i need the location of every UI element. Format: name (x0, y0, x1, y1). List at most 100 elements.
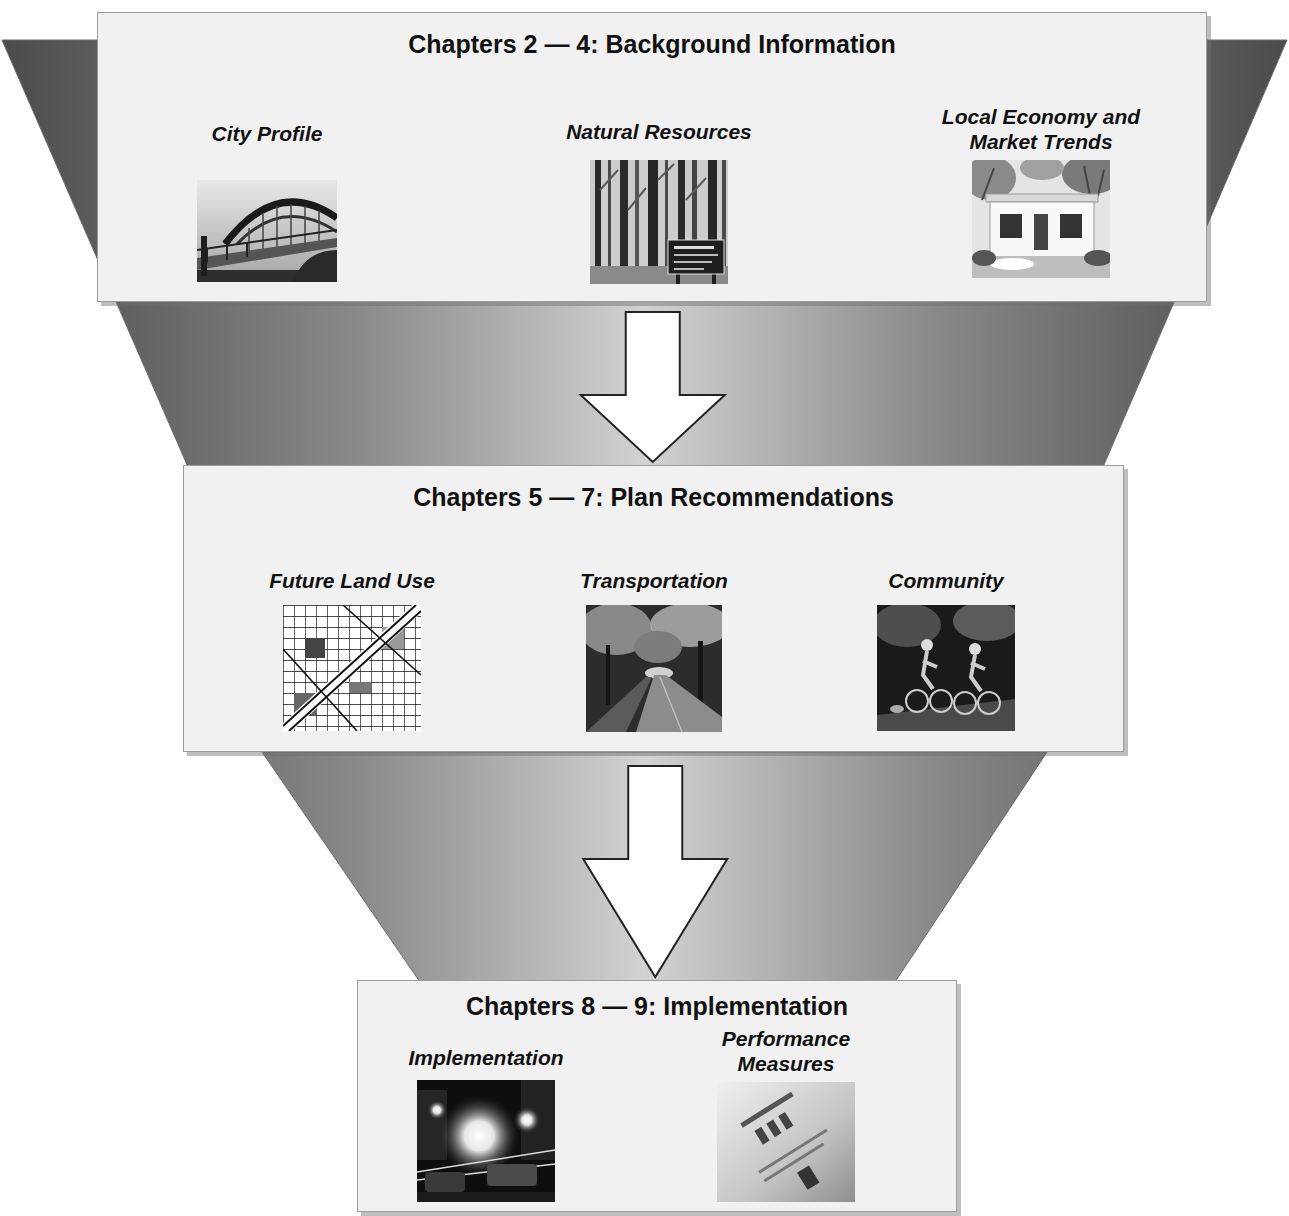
bridge-photo-part (237, 217, 337, 244)
building-photo-part (972, 250, 996, 266)
box-fill (97, 12, 1211, 306)
box-fill (183, 465, 1128, 756)
map-photo-part (343, 605, 421, 675)
night-street-photo-part (417, 1192, 555, 1202)
map-photo-part (305, 638, 325, 658)
building-photo-part (1034, 214, 1048, 250)
forest-photo-part (648, 160, 658, 284)
community-photo-part (921, 639, 933, 651)
box-ground (357, 980, 957, 1212)
building-photo-part (1084, 250, 1112, 266)
bridge-photo-part (201, 236, 207, 276)
box-ground (183, 465, 1124, 752)
forest-photo-part (590, 160, 728, 284)
road-photo-part (606, 645, 610, 705)
paper-photo-part (732, 1086, 849, 1206)
forest-photo-part (635, 160, 639, 284)
topic-item: Performance Measures (701, 1026, 871, 1202)
road-photo-part (660, 677, 682, 732)
road-photo-part (634, 631, 682, 663)
building-photo-part (990, 258, 1034, 270)
building-photo-part (1062, 154, 1122, 194)
road-photo (580, 603, 730, 732)
community-photo-part (953, 601, 1021, 641)
bridge-photo (197, 180, 337, 282)
bridge-photo-part (197, 180, 337, 282)
topic-label: Community (846, 568, 1046, 593)
forest-photo-part (600, 164, 706, 210)
paper-photo-part (766, 1119, 781, 1137)
community-photo-part (978, 692, 1000, 714)
map-photo-part (349, 682, 371, 693)
night-street-photo (417, 1080, 555, 1202)
community-photo-part (930, 690, 952, 712)
community-photo-part (923, 651, 937, 689)
map-photo-part (283, 605, 421, 731)
community-photo-part (890, 705, 904, 713)
forest-photo-part (674, 261, 712, 263)
bridge-photo-part (197, 230, 337, 250)
topic-item: Natural Resources (539, 119, 779, 284)
forest-photo-part (674, 254, 718, 256)
forest-photo-part (620, 160, 628, 284)
topic-label: Natural Resources (539, 119, 779, 144)
night-street-photo-part (427, 1100, 447, 1120)
box-fill (357, 980, 961, 1216)
community-photo (873, 601, 1021, 731)
night-street-photo-part (425, 1172, 465, 1192)
building-photo-part (1020, 156, 1064, 180)
road-photo-part (586, 677, 652, 732)
section-box: Chapters 8 — 9: ImplementationImplementa… (357, 980, 957, 1212)
topic-item: Transportation (544, 568, 764, 732)
paper-photo (717, 1082, 855, 1207)
bridge-photo-part (293, 250, 337, 282)
block-arrow (583, 766, 727, 977)
map-photo-part (283, 605, 421, 731)
map-photo-part (283, 605, 421, 731)
section-heading: Chapters 8 — 9: Implementation (358, 991, 956, 1021)
section-box: Chapters 5 — 7: Plan RecommendationsFutu… (183, 465, 1124, 752)
forest-photo-part (595, 160, 601, 284)
topic-item: Community (846, 568, 1046, 731)
topic-label: Future Land Use (232, 568, 472, 593)
forest-photo-part (674, 268, 704, 270)
building-photo-part (986, 194, 1098, 202)
forest-photo-part (668, 240, 724, 274)
box-fill-group (97, 12, 1211, 1216)
topic-label: Implementation (376, 1045, 596, 1070)
community-photo-part (971, 655, 985, 691)
building-photo-part (990, 202, 1094, 258)
topic-item: Future Land Use (232, 568, 472, 731)
paper-photo-part (778, 1112, 793, 1130)
section-box: Chapters 2 — 4: Background InformationCi… (97, 12, 1207, 302)
paper-photo-part (754, 1127, 769, 1145)
topic-item: Implementation (376, 1045, 596, 1202)
night-street-photo-part (417, 1080, 555, 1202)
topic-label: Local Economy and Market Trends (916, 104, 1166, 154)
forest-photo-part (674, 246, 714, 249)
map-photo (283, 605, 421, 731)
community-photo-part (877, 699, 1015, 731)
paper-photo-part (758, 1129, 827, 1174)
map-photo-part (283, 605, 421, 731)
community-photo-part (954, 692, 976, 714)
topic-item: Local Economy and Market Trends (916, 104, 1166, 278)
map-photo-part (283, 649, 357, 731)
forest-photo (590, 160, 728, 284)
section-heading: Chapters 5 — 7: Plan Recommendations (184, 482, 1123, 512)
box-ground (97, 12, 1207, 302)
community-photo-part (969, 643, 981, 655)
topic-label: City Profile (167, 121, 367, 146)
building-photo-part (1060, 214, 1082, 238)
paper-photo-part (717, 1082, 855, 1202)
building-photo (964, 154, 1122, 278)
topic-item: City Profile (167, 121, 367, 282)
block-arrow (581, 312, 725, 462)
topic-label: Transportation (544, 568, 764, 593)
section-heading: Chapters 2 — 4: Background Information (98, 29, 1206, 59)
building-photo-part (1000, 214, 1022, 238)
bridge-photo-part (207, 243, 247, 262)
night-street-photo-part (487, 1164, 537, 1186)
